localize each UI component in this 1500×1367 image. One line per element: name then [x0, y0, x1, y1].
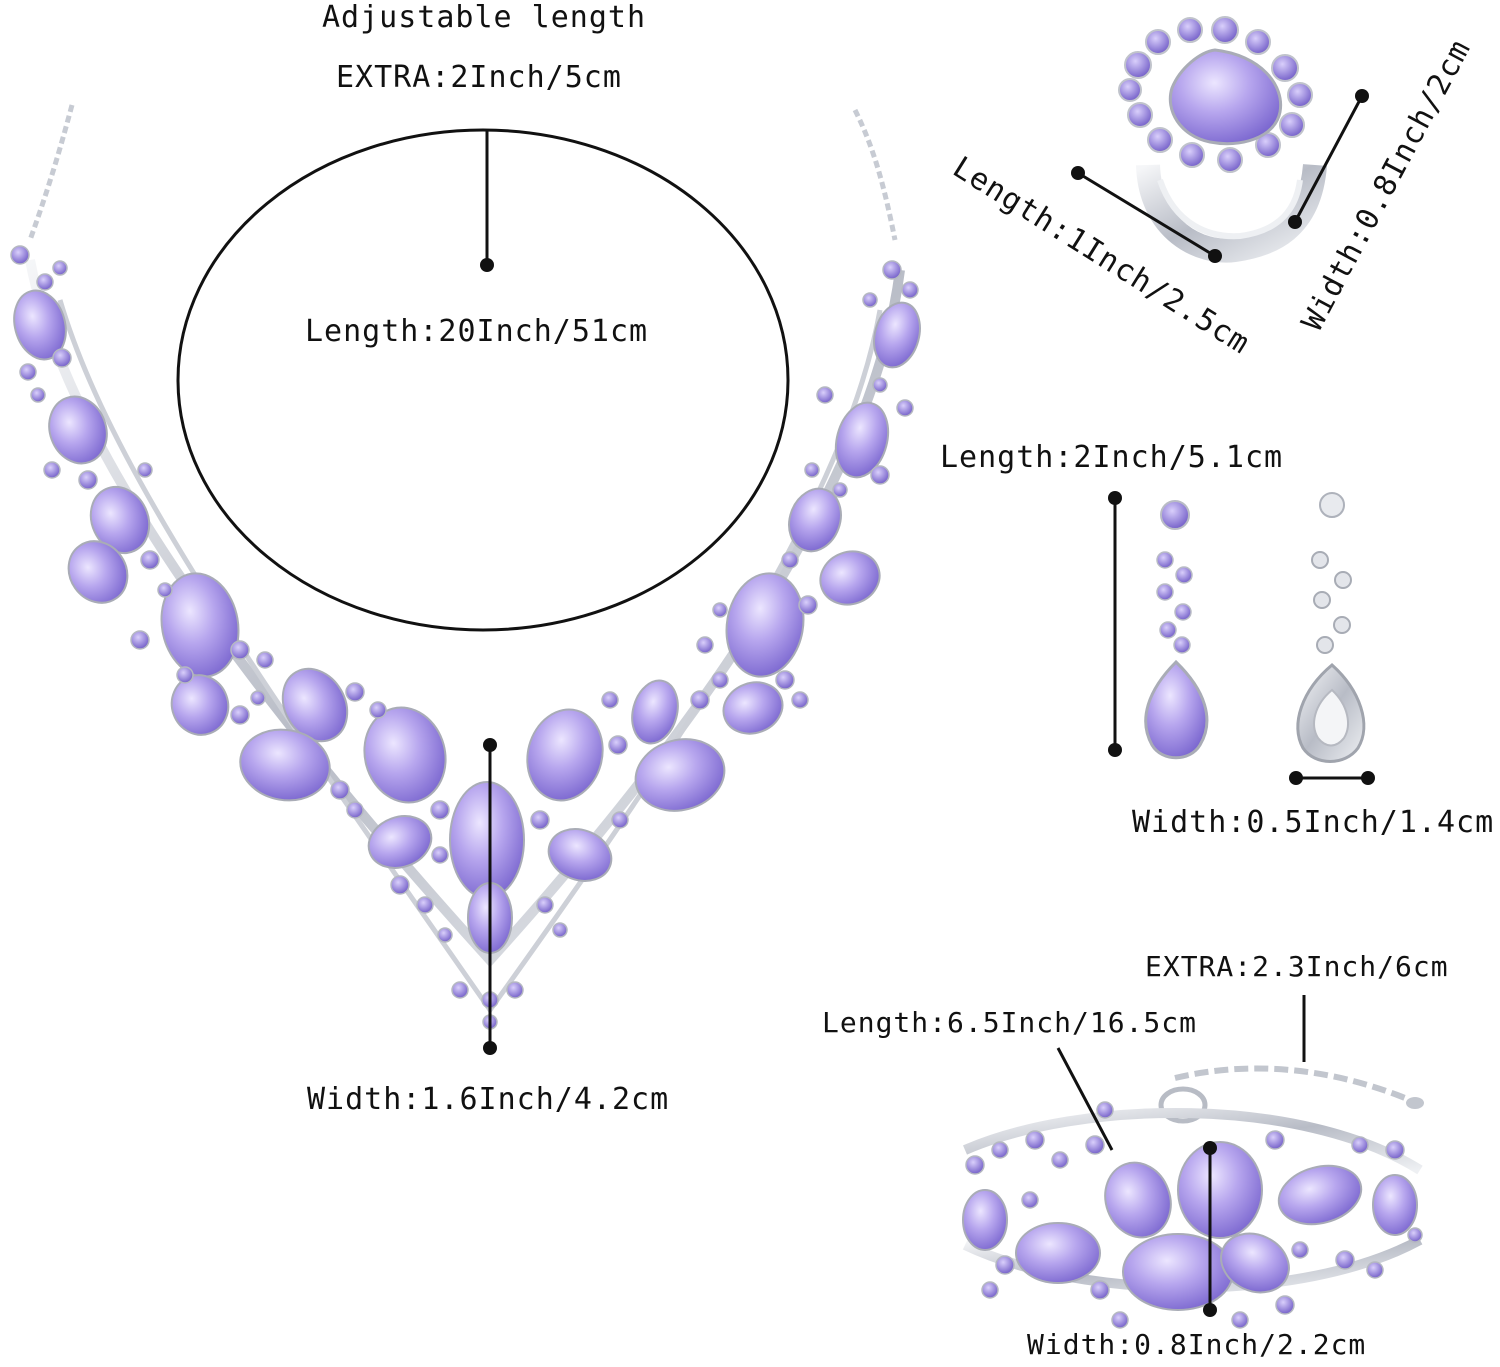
ring-width-line — [1293, 95, 1364, 223]
necklace-chain-left — [27, 104, 75, 241]
earring-length-label: Length:2Inch/5.1cm — [940, 440, 1284, 475]
necklace-extra-label: EXTRA:2Inch/5cm — [336, 60, 622, 95]
bracelet-extra-label: EXTRA:2.3Inch/6cm — [1145, 950, 1449, 983]
necklace-width-label: Width:1.6Inch/4.2cm — [307, 1082, 670, 1117]
necklace-length-ellipse — [176, 128, 790, 632]
necklace-length-label: Length:20Inch/51cm — [305, 314, 649, 349]
necklace-chain-right — [852, 108, 898, 241]
bracelet-length-line — [1056, 1047, 1114, 1151]
bracelet — [962, 1065, 1424, 1329]
bracelet-width-label: Width:0.8Inch/2.2cm — [1027, 1328, 1367, 1361]
earring-back — [1296, 492, 1366, 763]
ring — [1118, 16, 1327, 263]
ring-length-line — [1077, 171, 1216, 258]
earring-width-label: Width:0.5Inch/1.4cm — [1132, 805, 1495, 840]
bracelet-length-label: Length:6.5Inch/16.5cm — [822, 1006, 1198, 1039]
necklace — [10, 104, 921, 1030]
ring-center-stone — [1168, 48, 1283, 146]
necklace-adjustable-title: Adjustable length — [322, 0, 647, 35]
earring-front — [1144, 500, 1209, 760]
